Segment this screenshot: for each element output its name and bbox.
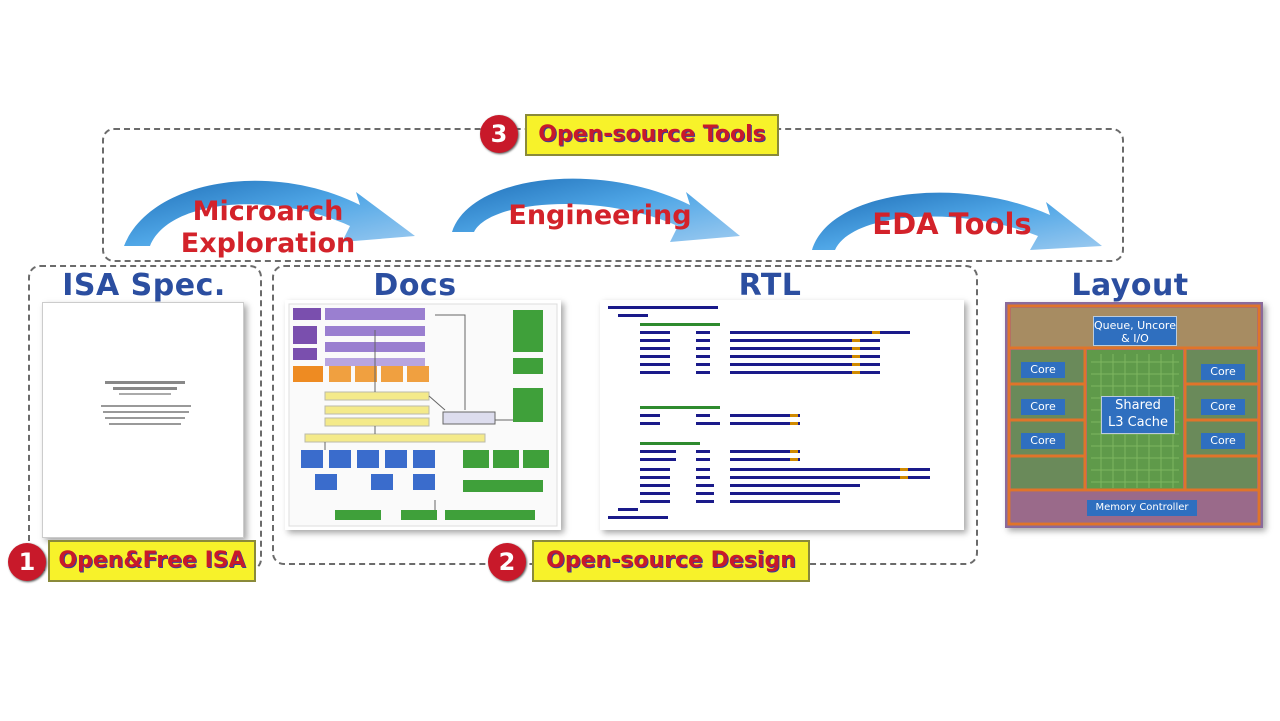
layout-title: Layout xyxy=(1071,268,1189,303)
isa-document-thumbnail xyxy=(42,302,244,538)
microarch-label-line2: Exploration xyxy=(180,228,356,259)
core-label-left-3: Core xyxy=(1021,433,1065,449)
docs-title: Docs xyxy=(373,268,457,303)
rtl-code-thumbnail xyxy=(600,300,964,530)
block-diagram xyxy=(288,303,558,527)
code-lines xyxy=(608,306,930,519)
open-source-design-label: Open-source Design xyxy=(532,540,810,582)
eda-tools-label: EDA Tools xyxy=(872,207,1032,241)
curved-arrow-icon xyxy=(452,178,740,242)
layout-die-thumbnail: Queue, Uncore & I/O Core Core Core Core … xyxy=(1005,302,1263,528)
rtl-title: RTL xyxy=(738,268,802,303)
memory-controller-label: Memory Controller xyxy=(1087,500,1197,516)
number-circle-icon: 3 xyxy=(480,115,518,153)
microarch-exploration-label: Microarch Exploration xyxy=(178,196,358,260)
microarch-label-line1: Microarch xyxy=(192,196,344,227)
cache-line2: L3 Cache xyxy=(1107,415,1169,430)
document-text-lines xyxy=(101,381,191,425)
core-label-right-2: Core xyxy=(1201,399,1245,415)
uncore-label: Queue, Uncore & I/O xyxy=(1093,316,1177,346)
core-label-left-1: Core xyxy=(1021,362,1065,378)
number-circle-icon: 2 xyxy=(488,543,526,581)
open-source-tools-label: Open-source Tools xyxy=(525,114,779,156)
curved-arrow-icon xyxy=(124,180,415,246)
shared-cache-label: Shared L3 Cache xyxy=(1101,396,1175,434)
open-free-isa-label: Open&Free ISA xyxy=(48,540,256,582)
core-label-left-2: Core xyxy=(1021,399,1065,415)
docs-diagram-thumbnail xyxy=(285,300,561,530)
cache-line1: Shared xyxy=(1115,398,1161,413)
isa-spec-title: ISA Spec. xyxy=(62,268,226,303)
engineering-label: Engineering xyxy=(508,200,692,231)
core-label-right-1: Core xyxy=(1201,364,1245,380)
core-label-right-3: Core xyxy=(1201,433,1245,449)
curved-arrow-icon xyxy=(812,192,1102,250)
number-circle-icon: 1 xyxy=(8,543,46,581)
